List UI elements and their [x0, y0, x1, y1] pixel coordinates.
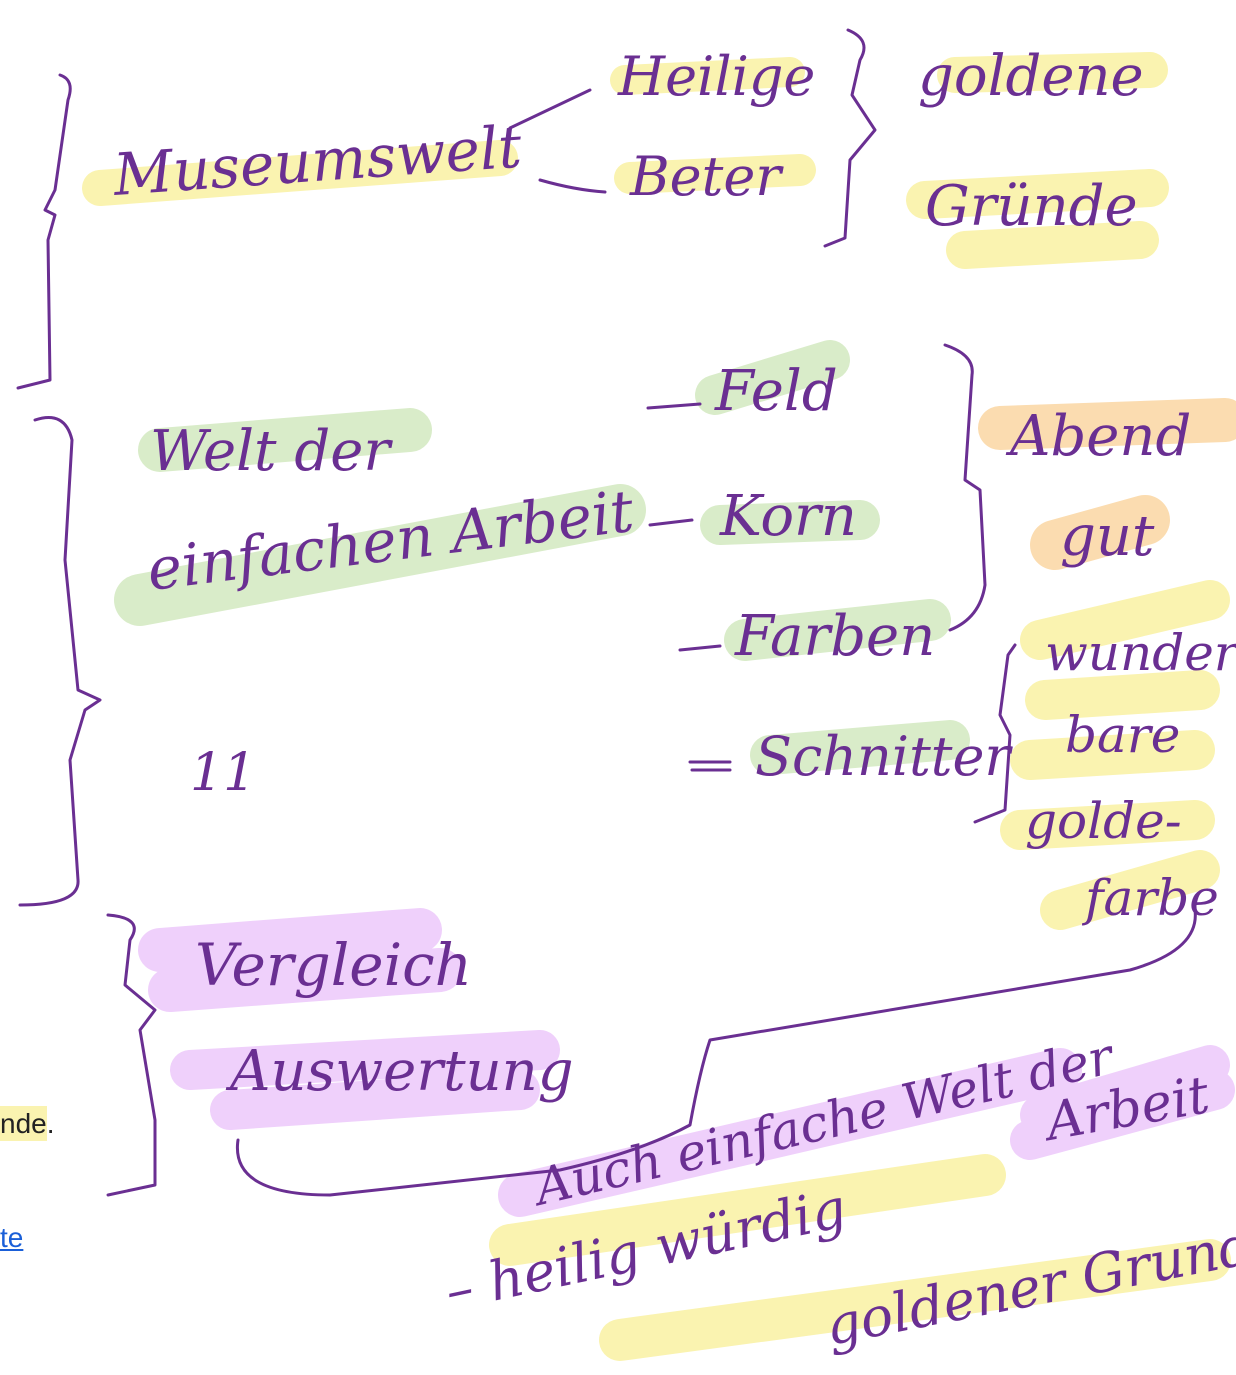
highlight-welt-der: [138, 408, 432, 472]
hw-ditto: 11: [190, 743, 256, 803]
dash-farben: [678, 644, 722, 652]
highlight-vergleich: [138, 908, 462, 1012]
hw-welt-der: Welt der: [150, 419, 393, 484]
hw-einfachen-arbeit: einfachen Arbeit: [143, 477, 637, 604]
dash-schnitter: [688, 760, 732, 772]
highlight-auswertung: [170, 1030, 560, 1130]
connector-heilige: [508, 88, 592, 130]
highlight-arbeit: [1010, 1045, 1235, 1160]
hw-heilige: Heilige: [617, 45, 815, 108]
highlight-gruende: [906, 169, 1169, 269]
hw-farbe: farbe: [1081, 869, 1219, 927]
hw-schnitter: Schnitter: [755, 725, 1013, 788]
hw-auswertung: Auswertung: [225, 1039, 574, 1104]
hw-farben: Farben: [734, 604, 935, 669]
hw-abend: Abend: [1005, 404, 1191, 469]
hw-bare: bare: [1065, 706, 1180, 764]
highlight-goldene: [937, 52, 1168, 93]
highlight-museumswelt: [82, 140, 518, 206]
dash-korn: [648, 518, 694, 527]
brace-vergleich: [106, 913, 157, 1197]
hw-golde: golde-: [1025, 792, 1182, 850]
highlight-schnitter: [750, 720, 970, 775]
highlight-heilige: [610, 57, 805, 95]
highlight-korn: [700, 500, 880, 545]
document-text-fragment: nde.: [0, 1106, 55, 1141]
brace-heilige-beter: [823, 28, 877, 248]
highlight-auch-einfache: [498, 1048, 1082, 1217]
hw-vergleich: Vergleich: [195, 931, 472, 999]
document-link-fragment[interactable]: te: [0, 1222, 24, 1253]
brace-bottom-long: [235, 908, 1197, 1197]
hw-beter: Beter: [629, 145, 784, 208]
hw-goldener-grund: goldener Grund: [820, 1213, 1236, 1358]
dash-feld: [646, 402, 702, 410]
highlight-beter: [614, 154, 816, 194]
brace-welt-der-arbeit: [18, 416, 102, 907]
hw-goldene: goldene: [918, 44, 1144, 109]
hw-museumswelt: Museumswelt: [110, 113, 524, 209]
hw-gruende: Gründe: [925, 174, 1138, 239]
highlight-gut: [1030, 495, 1170, 570]
highlighted-word-suffix: nde: [0, 1106, 47, 1141]
brace-feld-farben: [943, 343, 987, 632]
highlight-abend: [978, 398, 1236, 450]
highlight-einfachen-arbeit: [114, 484, 646, 626]
highlight-wunderbare: [1000, 580, 1230, 930]
ink-strokes: [16, 28, 1197, 1197]
highlight-feld: [695, 340, 850, 415]
connector-beter: [538, 178, 607, 194]
hw-gut: gut: [1060, 504, 1155, 569]
hw-wunder: wunder-: [1045, 624, 1236, 682]
brace-schnitter: [973, 643, 1017, 824]
sentence-period: .: [46, 1108, 55, 1139]
brace-museumswelt: [16, 73, 72, 390]
highlighter-layer: [82, 52, 1236, 1361]
hw-korn: Korn: [719, 484, 857, 549]
hw-feld: Feld: [714, 359, 838, 424]
highlight-heilig-wuerdig: [489, 1154, 1006, 1266]
highlight-farben: [724, 599, 951, 661]
highlight-goldener-grund: [599, 1239, 1231, 1361]
